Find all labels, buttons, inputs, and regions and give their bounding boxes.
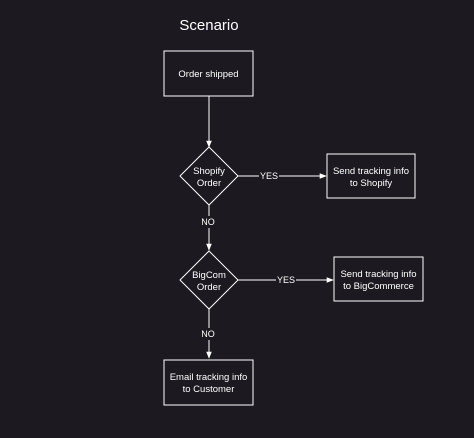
diagram-title: Scenario	[179, 17, 238, 34]
edge-label-shopify-no: NO	[199, 216, 219, 228]
node-email-customer-label-line2: to Customer	[183, 384, 235, 395]
node-send-shopify-label-line2: to Shopify	[350, 178, 392, 189]
node-shopify-order: Shopify Order	[179, 146, 239, 206]
edge-label-shopify-no-text: NO	[201, 217, 215, 227]
node-bigcom-order-label-line1: BigCom	[192, 270, 226, 281]
node-send-bigcommerce-label-line1: Send tracking info	[340, 269, 416, 280]
node-email-customer: Email tracking info to Customer	[163, 359, 254, 406]
node-bigcom-order: BigCom Order	[179, 250, 239, 310]
edge-label-shopify-yes: YES	[259, 170, 279, 181]
edge-label-bigcom-no: NO	[199, 328, 219, 340]
node-shopify-order-label-line2: Order	[197, 178, 221, 189]
edge-label-bigcom-yes-text: YES	[277, 275, 295, 285]
node-send-bigcommerce: Send tracking info to BigCommerce	[333, 256, 424, 302]
node-send-shopify-label-line1: Send tracking info	[333, 166, 409, 177]
node-send-bigcommerce-label-line2: to BigCommerce	[343, 281, 414, 292]
node-order-shipped: Order shipped	[163, 50, 254, 97]
node-shopify-order-label-line1: Shopify	[193, 166, 225, 177]
edge-label-shopify-yes-text: YES	[260, 171, 278, 181]
node-order-shipped-label: Order shipped	[178, 69, 238, 80]
edge-label-bigcom-yes: YES	[276, 274, 296, 285]
node-send-shopify: Send tracking info to Shopify	[326, 153, 416, 199]
edge-label-bigcom-no-text: NO	[201, 329, 215, 339]
node-bigcom-order-label-line2: Order	[197, 282, 221, 293]
node-email-customer-label-line1: Email tracking info	[170, 372, 248, 383]
